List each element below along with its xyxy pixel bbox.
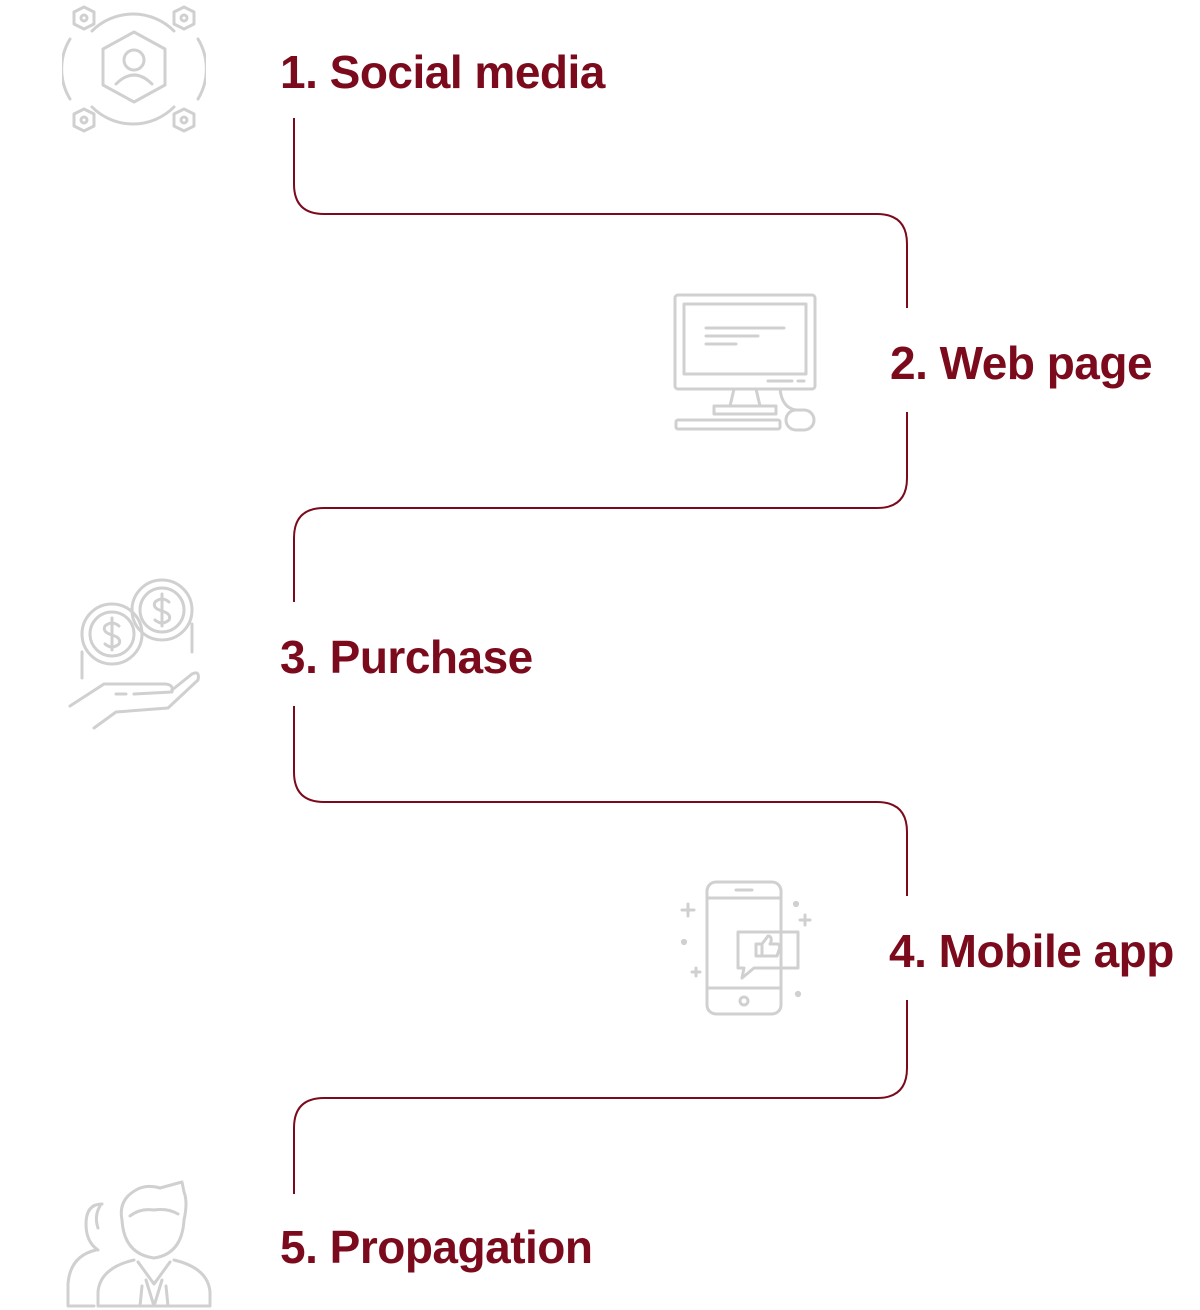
social-network-icon [62, 5, 206, 133]
desktop-computer-icon [673, 293, 817, 432]
step-2-label: 2. Web page [890, 337, 1153, 389]
step-5-label: 5. Propagation [280, 1221, 593, 1273]
smartphone-like-icon [680, 880, 812, 1016]
coins-in-hand-icon [68, 578, 200, 730]
step-4-label: 4. Mobile app [889, 925, 1174, 977]
users-icon [66, 1180, 212, 1308]
step-1-label: 1. Social media [280, 46, 605, 98]
step-3-label: 3. Purchase [280, 631, 533, 683]
